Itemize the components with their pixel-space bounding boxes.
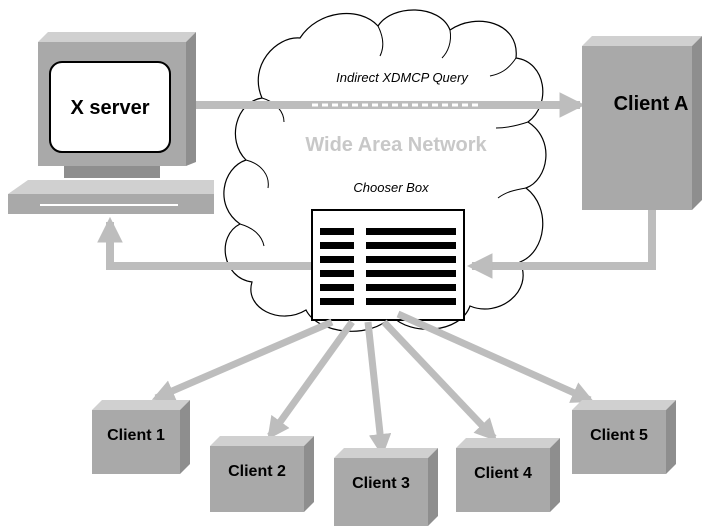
network-title: Wide Area Network <box>305 134 487 156</box>
chooser-to-client-2-arrow <box>267 319 355 440</box>
client-boxes: Client 1 Client 2 Client 3 Client 4 Client 5 <box>92 400 676 526</box>
query-label: Indirect XDMCP Query <box>336 70 469 85</box>
chooser-row-entry <box>366 284 456 291</box>
client-1-label: Client 1 <box>107 427 165 444</box>
fan-arrows <box>151 310 595 457</box>
chooser-row-marker <box>320 228 354 235</box>
wide-area-network-cloud <box>223 9 547 332</box>
chooser-row-marker <box>320 242 354 249</box>
client-a-to-chooser-arrow <box>466 210 656 279</box>
chooser-rows <box>320 228 456 305</box>
chooser-row-entry <box>366 298 456 305</box>
chooser-to-client-5-arrow <box>396 310 595 404</box>
chooser-row-entry <box>366 242 456 249</box>
chooser-to-client-4-arrow <box>381 319 498 442</box>
client-5-label: Client 5 <box>590 427 648 444</box>
chooser-row-entry <box>366 228 456 235</box>
chooser-row-marker <box>320 256 354 263</box>
client-4-label: Client 4 <box>474 465 532 482</box>
chooser-to-client-3-arrow <box>364 321 392 457</box>
chooser-row-entry <box>366 256 456 263</box>
client-a-box: Client A <box>582 36 702 210</box>
x-server-screen <box>49 61 171 153</box>
client-1-box: Client 1 <box>92 400 190 474</box>
x-server-computer: X server <box>8 32 214 214</box>
client-3-label: Client 3 <box>352 475 410 492</box>
client-4-box: Client 4 <box>456 438 560 512</box>
client-a-label: Client A <box>614 93 689 115</box>
monitor-stand <box>64 166 160 178</box>
chooser-row-marker <box>320 270 354 277</box>
client-2-label: Client 2 <box>228 463 286 480</box>
chooser-row-marker <box>320 298 354 305</box>
chooser-row-entry <box>366 270 456 277</box>
chooser-to-client-1-arrow <box>151 318 334 402</box>
x-server-label: X server <box>71 97 150 119</box>
client-3-box: Client 3 <box>334 448 438 526</box>
client-5-box: Client 5 <box>572 400 676 474</box>
client-2-box: Client 2 <box>210 436 314 512</box>
chooser-to-x-server-arrow <box>97 216 312 270</box>
chooser-box-label: Chooser Box <box>353 180 429 195</box>
chooser-row-marker <box>320 284 354 291</box>
